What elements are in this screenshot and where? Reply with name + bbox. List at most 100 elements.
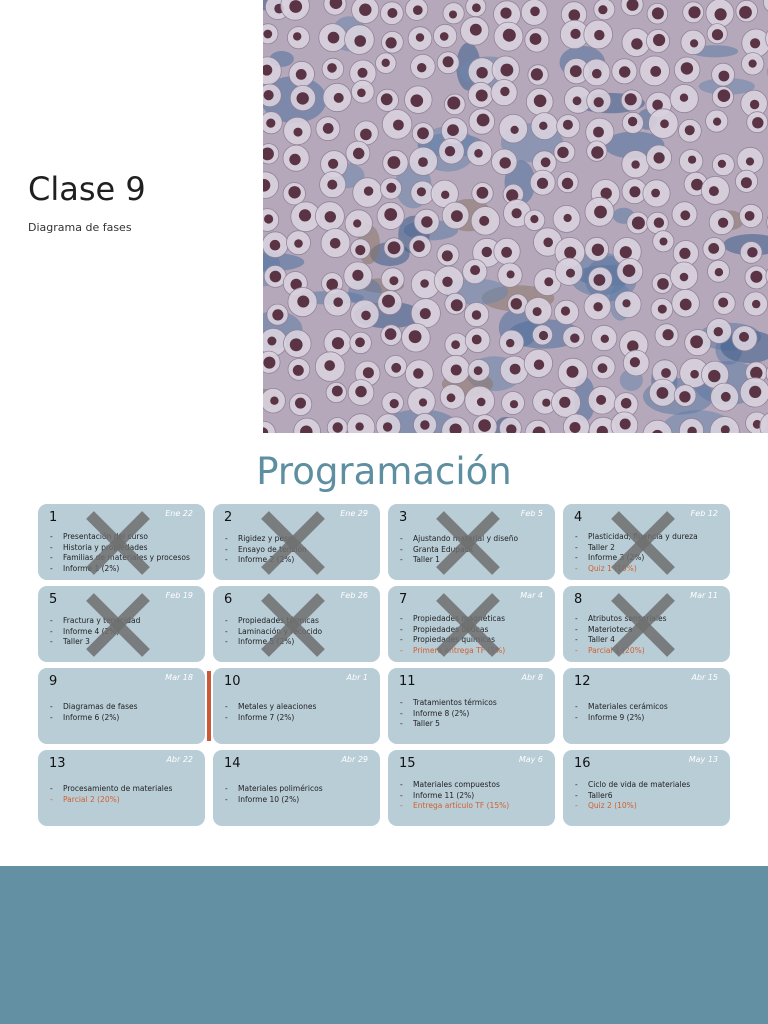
week-date: Ene 29 bbox=[340, 509, 368, 518]
topic-item: Rigidez y peso bbox=[225, 534, 307, 545]
week-topics: Rigidez y pesoEnsayo de tensiónInforme 2… bbox=[225, 534, 307, 566]
week-number: 4 bbox=[574, 510, 583, 525]
topic-item: Taller 2 bbox=[575, 543, 698, 554]
slide-subtitle: Diagrama de fases bbox=[28, 221, 132, 234]
topic-item: Historia y propiedades bbox=[50, 543, 190, 554]
completed-cross-icon bbox=[86, 511, 150, 575]
topic-item: Taller 1 bbox=[400, 555, 518, 566]
week-number: 3 bbox=[399, 510, 408, 525]
topic-item: Propiedades ópticas bbox=[400, 625, 505, 636]
week-date: Feb 26 bbox=[340, 591, 368, 600]
completed-cross-icon bbox=[86, 593, 150, 657]
topic-item: Informe 10 (2%) bbox=[225, 795, 323, 806]
topic-item: Taller6 bbox=[575, 791, 690, 802]
week-card: 8 Mar 11 Atributos sensorialesMateriotecaT… bbox=[563, 586, 730, 662]
slide-title: Clase 9 bbox=[28, 170, 146, 208]
topic-item: Materiales cerámicos bbox=[575, 702, 668, 713]
week-number: 6 bbox=[224, 592, 233, 607]
topic-item: Atributos sensoriales bbox=[575, 614, 667, 625]
week-topics: Ciclo de vida de materialesTaller6Quiz 2… bbox=[575, 780, 690, 812]
week-date: Abr 15 bbox=[691, 673, 718, 682]
week-date: Feb 19 bbox=[165, 591, 193, 600]
topic-item: Fractura y tenacidad bbox=[50, 616, 140, 627]
topic-item: Informe 9 (2%) bbox=[575, 713, 668, 724]
week-date: Mar 11 bbox=[690, 591, 718, 600]
week-date: Abr 22 bbox=[166, 755, 193, 764]
completed-cross-icon bbox=[261, 511, 325, 575]
title-slide: Clase 9 Diagrama de fases bbox=[0, 0, 768, 433]
week-topics: Materiales poliméricosInforme 10 (2%) bbox=[225, 784, 323, 805]
week-number: 16 bbox=[574, 756, 591, 771]
week-topics: Metales y aleacionesInforme 7 (2%) bbox=[225, 702, 316, 723]
topic-item: Tratamientos térmicos bbox=[400, 698, 497, 709]
week-card: 15 May 6 Materiales compuestosInforme 11 (… bbox=[388, 750, 555, 826]
week-date: Abr 1 bbox=[346, 673, 368, 682]
evaluation-item: Parcial 2 (20%) bbox=[50, 795, 172, 806]
week-date: May 13 bbox=[688, 755, 718, 764]
week-number: 7 bbox=[399, 592, 408, 607]
week-card: 16 May 13 Ciclo de vida de materialesTalle… bbox=[563, 750, 730, 826]
completed-cross-icon bbox=[436, 511, 500, 575]
week-card: 2 Ene 29 Rigidez y pesoEnsayo de tensiónIn… bbox=[213, 504, 380, 580]
week-date: Ene 22 bbox=[165, 509, 193, 518]
week-date: Feb 5 bbox=[520, 509, 543, 518]
week-number: 8 bbox=[574, 592, 583, 607]
week-number: 12 bbox=[574, 674, 591, 689]
week-date: Abr 29 bbox=[341, 755, 368, 764]
evaluation-item: Entrega artículo TF (15%) bbox=[400, 801, 509, 812]
topic-item: Informe 2 (2%) bbox=[225, 555, 307, 566]
topic-item: Informe 7 (2%) bbox=[225, 713, 316, 724]
week-card: 10 Abr 1 Metales y aleacionesInforme 7 (2%… bbox=[213, 668, 380, 744]
next-slide-band bbox=[0, 866, 768, 1024]
week-number: 10 bbox=[224, 674, 241, 689]
topic-item: Ensayo de tensión bbox=[225, 545, 307, 556]
topic-item: Informe 8 (2%) bbox=[400, 709, 497, 720]
topic-item: Informe 3 (2%) bbox=[575, 553, 698, 564]
topic-item: Diagramas de fases bbox=[50, 702, 138, 713]
current-week-marker bbox=[207, 671, 211, 741]
week-card: 12 Abr 15 Materiales cerámicosInforme 9 (2… bbox=[563, 668, 730, 744]
week-number: 1 bbox=[49, 510, 58, 525]
week-card: 13 Abr 22 Procesamiento de materialesParci… bbox=[38, 750, 205, 826]
week-number: 14 bbox=[224, 756, 241, 771]
week-number: 15 bbox=[399, 756, 416, 771]
week-number: 2 bbox=[224, 510, 233, 525]
topic-item: Procesamiento de materiales bbox=[50, 784, 172, 795]
topic-item: Materiales compuestos bbox=[400, 780, 509, 791]
week-number: 13 bbox=[49, 756, 66, 771]
week-date: Feb 12 bbox=[690, 509, 718, 518]
schedule-title: Programación bbox=[256, 450, 512, 493]
topic-item: Taller 4 bbox=[575, 635, 667, 646]
topic-item: Informe 11 (2%) bbox=[400, 791, 509, 802]
topic-item: Informe 4 (2%) bbox=[50, 627, 140, 638]
week-topics: Materiales compuestosInforme 11 (2%)Entr… bbox=[400, 780, 509, 812]
topic-item: Taller 3 bbox=[50, 637, 140, 648]
completed-cross-icon bbox=[611, 593, 675, 657]
topic-item: Materiales poliméricos bbox=[225, 784, 323, 795]
topic-item: Granta Edupack bbox=[400, 545, 518, 556]
week-date: May 6 bbox=[518, 755, 543, 764]
topic-item: Taller 5 bbox=[400, 719, 497, 730]
week-date: Abr 8 bbox=[521, 673, 543, 682]
week-topics: Tratamientos térmicosInforme 8 (2%)Talle… bbox=[400, 698, 497, 730]
topic-item: Informe 6 (2%) bbox=[50, 713, 138, 724]
topic-item: Metales y aleaciones bbox=[225, 702, 316, 713]
completed-cross-icon bbox=[436, 593, 500, 657]
topic-item: Materioteca bbox=[575, 625, 667, 636]
week-card: 5 Feb 19 Fractura y tenacidadInforme 4 (2%… bbox=[38, 586, 205, 662]
week-topics: Procesamiento de materialesParcial 2 (20… bbox=[50, 784, 172, 805]
completed-cross-icon bbox=[611, 511, 675, 575]
topic-item: Ciclo de vida de materiales bbox=[575, 780, 690, 791]
week-topics: Diagramas de fasesInforme 6 (2%) bbox=[50, 702, 138, 723]
week-card: 14 Abr 29 Materiales poliméricosInforme 10… bbox=[213, 750, 380, 826]
micrograph-image bbox=[263, 0, 768, 433]
week-topics: Materiales cerámicosInforme 9 (2%) bbox=[575, 702, 668, 723]
week-number: 5 bbox=[49, 592, 58, 607]
